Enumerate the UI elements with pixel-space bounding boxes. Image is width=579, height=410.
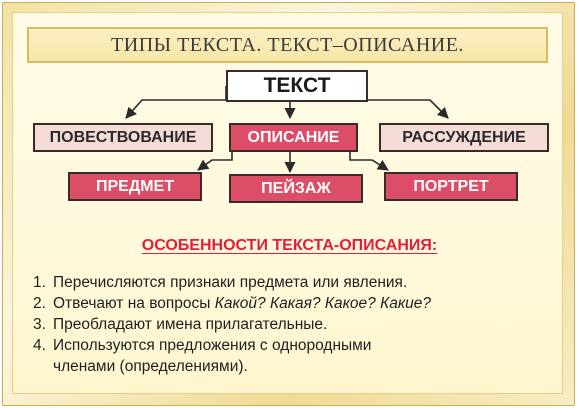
features-list: 1. Перечисляются признаки предмета или я…	[33, 272, 431, 377]
type-box-narration: ПОВЕСТВОВАНИЕ	[33, 123, 213, 152]
arrow-description-to-portrait	[349, 152, 389, 171]
list-item: 2. Отвечают на вопросы Какой? Какая? Как…	[33, 295, 432, 312]
arrow-description-to-object	[197, 152, 233, 171]
subtype-box-object: ПРЕДМЕТ	[68, 172, 202, 201]
page-title: ТИПЫ ТЕКСТА. ТЕКСТ–ОПИСАНИЕ.	[111, 33, 464, 56]
list-item-continuation: членами (определениями).	[53, 358, 248, 375]
features-heading: ОСОБЕННОСТИ ТЕКСТА-ОПИСАНИЯ:	[141, 237, 438, 254]
root-box-text: ТЕКСТ	[226, 70, 368, 102]
type-box-reasoning: РАССУЖДЕНИЕ	[379, 123, 549, 152]
list-item: 4. Используются предложения с однородным…	[33, 337, 372, 354]
subtype-box-landscape: ПЕЙЗАЖ	[229, 174, 363, 203]
subtype-box-portrait: ПОРТРЕТ	[384, 172, 518, 201]
list-item: 1. Перечисляются признаки предмета или я…	[33, 274, 408, 291]
list-item: 3. Преобладают имена прилагательные.	[33, 316, 328, 333]
arrow-root-to-narration	[125, 86, 227, 119]
title-bar: ТИПЫ ТЕКСТА. ТЕКСТ–ОПИСАНИЕ.	[27, 27, 548, 63]
type-box-description: ОПИСАНИЕ	[229, 123, 358, 152]
